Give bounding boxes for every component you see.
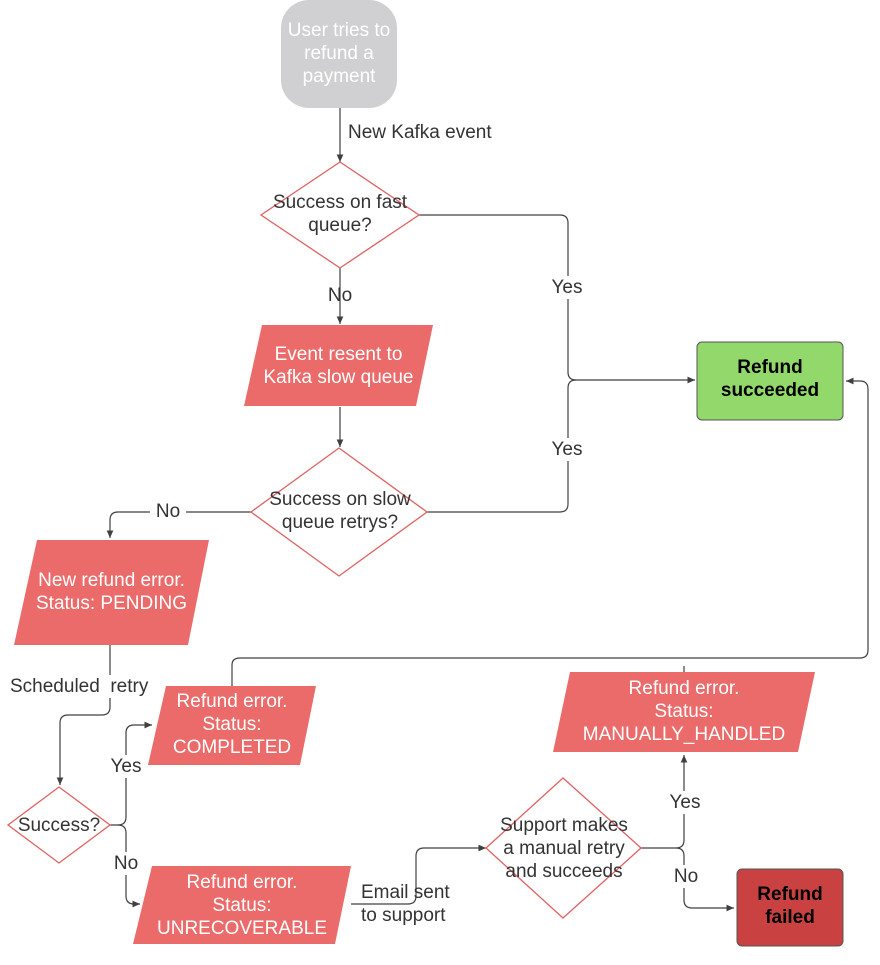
manual-yes-label: Yes bbox=[662, 791, 708, 814]
success-decision bbox=[6, 786, 112, 864]
edge-pending-to-success-check bbox=[56, 645, 111, 785]
manually-handled-error-box bbox=[553, 672, 815, 752]
completed-error-box bbox=[148, 686, 316, 765]
success-check-label: Success? bbox=[17, 815, 101, 836]
scheduled-retry-label: Scheduled retry bbox=[10, 675, 149, 698]
manual-no-label: No bbox=[668, 865, 704, 888]
edge-slow-check-yes bbox=[427, 379, 577, 513]
resent-slow-queue-label: Event resent to Kafka slow queue bbox=[263, 344, 414, 388]
manually-handled-error-label: Refund error. Status: MANUALLY_HANDLED bbox=[582, 678, 786, 745]
start-terminal bbox=[281, 0, 397, 108]
edge-success-no bbox=[117, 824, 140, 908]
slow-queue-decision bbox=[249, 447, 429, 577]
new-kafka-event-label: New Kafka event bbox=[348, 122, 492, 143]
pending-error-label: New refund error. Status: PENDING bbox=[36, 570, 187, 614]
email-sent-label: Email sent to support bbox=[361, 882, 450, 926]
resent-slow-queue-box bbox=[244, 325, 433, 406]
success-yes-label: Yes bbox=[104, 755, 148, 778]
slow-no-label: No bbox=[150, 500, 186, 523]
slow-queue-label: Success on slow queue retrys? bbox=[269, 489, 411, 533]
success-no-label: No bbox=[108, 852, 144, 875]
fast-yes-label: Yes bbox=[544, 276, 590, 299]
refund-failed-box bbox=[736, 868, 844, 947]
slow-yes-label: Yes bbox=[544, 438, 590, 461]
edge-slow-check-no bbox=[106, 511, 251, 538]
manual-retry-decision bbox=[485, 777, 642, 919]
fast-queue-decision bbox=[259, 161, 421, 269]
completed-error-label: Refund error. Status: COMPLETED bbox=[172, 691, 292, 758]
edge-manual-no bbox=[675, 847, 734, 912]
fast-no-label: No bbox=[327, 285, 353, 306]
edge-completed-to-succeeded bbox=[231, 377, 869, 686]
fast-queue-label: Success on fast queue? bbox=[272, 192, 408, 236]
refund-failed-label: Refund failed bbox=[757, 884, 823, 928]
refund-succeeded-label: Refund succeeded bbox=[720, 357, 820, 401]
manual-retry-label: Support makes a manual retry and succeed… bbox=[500, 815, 628, 882]
unrecoverable-error-label: Refund error. Status: UNRECOVERABLE bbox=[157, 872, 327, 939]
unrecoverable-error-box bbox=[133, 866, 351, 944]
pending-error-box bbox=[14, 540, 209, 645]
edge-email-to-support bbox=[351, 844, 486, 905]
refund-succeeded-box bbox=[696, 341, 844, 421]
start-label: User tries to refund a payment bbox=[287, 20, 391, 87]
